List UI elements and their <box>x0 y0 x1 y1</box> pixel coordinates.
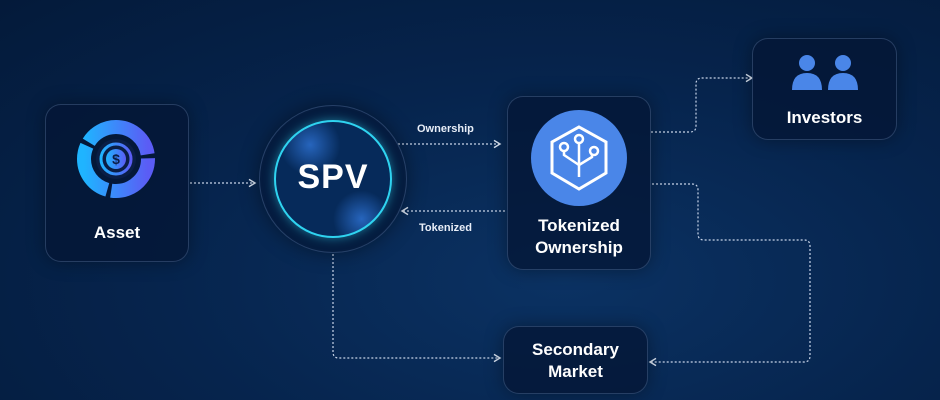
asset-dollar-chart-icon: $ <box>77 120 155 198</box>
edge-tokenized-to-secondary <box>648 183 811 367</box>
asset-node: $ Asset <box>45 104 189 262</box>
asset-label: Asset <box>93 223 141 242</box>
spv-circle: SPV <box>274 120 392 238</box>
edge-label-ownership: Ownership <box>417 123 474 135</box>
secondary-label-line1: Secondary <box>532 340 619 359</box>
secondary-label-line2: Market <box>548 362 603 381</box>
users-icon <box>792 55 858 90</box>
svg-text:$: $ <box>112 151 120 167</box>
edge-label-tokenized: Tokenized <box>419 222 472 234</box>
tokenized-label-line1: Tokenized <box>538 216 620 235</box>
tokenized-label-line2: Ownership <box>535 238 623 257</box>
tokenized-hexagon-icon <box>531 110 627 206</box>
edge-tokenized-to-investors <box>651 73 754 133</box>
investors-node: Investors <box>752 38 897 140</box>
edge-spv-to-secondary <box>332 254 502 363</box>
tokenized-ownership-node: Tokenized Ownership <box>507 96 651 270</box>
spv-node: SPV <box>259 105 407 253</box>
spv-label: SPV <box>297 158 369 196</box>
secondary-market-node: Secondary Market <box>503 326 648 394</box>
investors-label: Investors <box>786 108 863 127</box>
